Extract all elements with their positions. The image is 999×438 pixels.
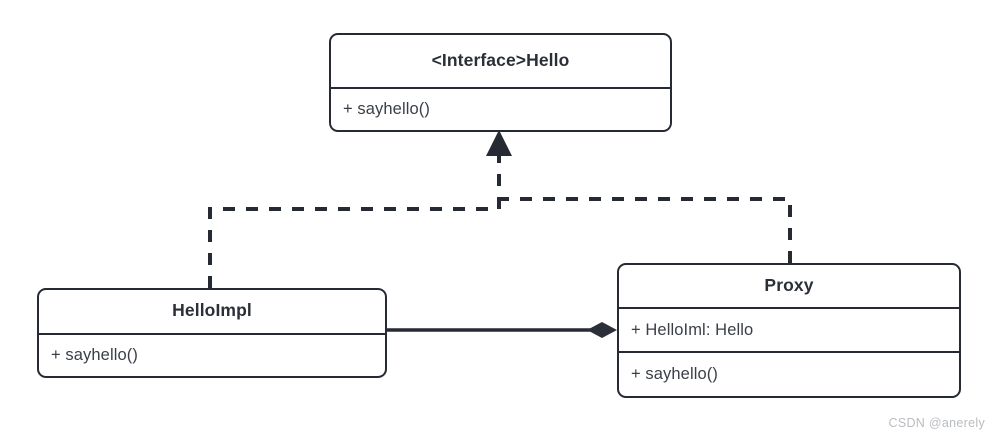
realization-helloimpl-to-hello [208, 152, 501, 288]
class-box-proxy[interactable]: Proxy + HelloIml: Hello + sayhello() [617, 263, 961, 398]
class-name-interface-hello: <Interface>Hello [431, 49, 570, 70]
class-name-helloimpl: HelloImpl [172, 300, 252, 320]
operation-helloimpl-sayhello: + sayhello() [39, 333, 385, 375]
class-box-helloimpl[interactable]: HelloImpl + sayhello() [37, 288, 387, 378]
operation-proxy-sayhello: + sayhello() [619, 351, 959, 395]
class-name-proxy: Proxy [764, 274, 814, 295]
attribute-proxy-helloiml: + HelloIml: Hello [619, 307, 959, 351]
composition-helloimpl-to-proxy [387, 322, 617, 338]
watermark-text: CSDN @anerely [888, 416, 985, 430]
class-box-interface-hello[interactable]: <Interface>Hello + sayhello() [329, 33, 672, 132]
realization-arrowhead-icon [486, 130, 512, 156]
operation-interface-hello-sayhello: + sayhello() [331, 87, 670, 129]
filled-diamond-icon [587, 322, 617, 338]
realization-proxy-to-hello [497, 160, 792, 263]
